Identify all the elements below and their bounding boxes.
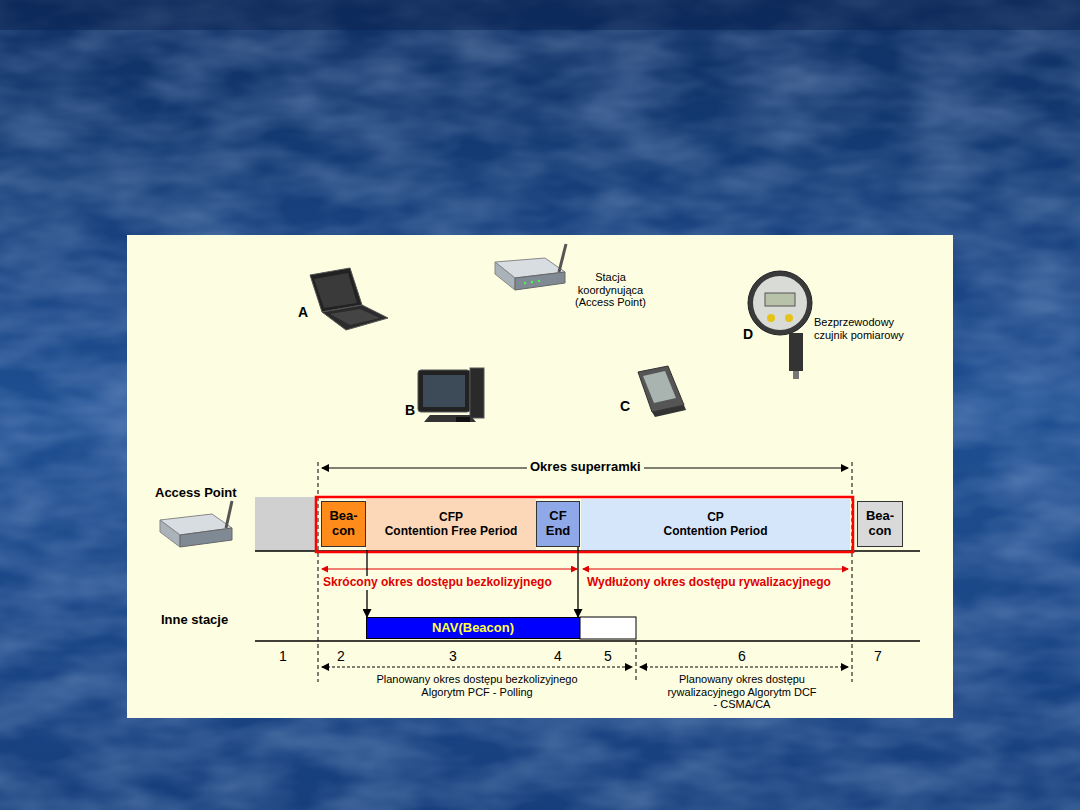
period-label: Okres superramki bbox=[527, 460, 644, 475]
node-text: CP bbox=[707, 511, 724, 525]
cp-box: CPContention Period bbox=[581, 499, 850, 550]
beacon-box: Bea- con bbox=[321, 501, 366, 547]
period-label: Wydłużony okres dostępu rywalizacyjnego bbox=[584, 576, 834, 590]
device-letter: D bbox=[743, 326, 753, 342]
cfp-box: CFPContention Free Period bbox=[366, 499, 536, 550]
device-letter: C bbox=[620, 398, 630, 414]
pda-icon bbox=[638, 366, 686, 417]
callout-number: 3 bbox=[449, 648, 457, 664]
node-text: CF End bbox=[539, 509, 577, 539]
node-text: Contention Free Period bbox=[385, 525, 518, 539]
node-text: NAV(Beacon) bbox=[432, 621, 514, 636]
device-caption: Stacja koordynująca (Access Point) bbox=[563, 271, 658, 309]
desktop-icon bbox=[418, 368, 484, 422]
beacon-box: Bea- con bbox=[857, 501, 903, 547]
callout-number: 1 bbox=[279, 648, 287, 664]
access-point-icon bbox=[160, 501, 232, 547]
device-letter: A bbox=[298, 304, 308, 320]
period-caption: Planowany okres dostępu rywalizacyjnego … bbox=[664, 673, 820, 711]
wireless-sensor-icon bbox=[748, 271, 812, 379]
callout-number: 4 bbox=[554, 648, 562, 664]
laptop-icon bbox=[310, 268, 388, 330]
node-text: Bea- con bbox=[860, 509, 900, 539]
row-label: Inne stacje bbox=[161, 613, 228, 628]
access-point-icon bbox=[495, 244, 566, 290]
cf-end-box: CF End bbox=[536, 501, 580, 547]
device-letter: B bbox=[405, 402, 415, 418]
device-caption: Bezprzewodowy czujnik pomiarowy bbox=[814, 316, 909, 341]
node-text: CFP bbox=[439, 511, 463, 525]
node-text: Contention Period bbox=[664, 525, 768, 539]
callout-number: 2 bbox=[337, 648, 345, 664]
callout-number: 6 bbox=[738, 648, 746, 664]
arrow-connector bbox=[577, 547, 578, 617]
callout-number: 7 bbox=[874, 648, 882, 664]
callout-number: 5 bbox=[604, 648, 612, 664]
nav-bar: NAV(Beacon) bbox=[366, 617, 580, 639]
period-label: Skrócony okres dostępu bezkolizyjnego bbox=[320, 576, 555, 590]
row-label: Access Point bbox=[155, 486, 237, 501]
period-caption: Planowany okres dostępu bezkolizyjnego A… bbox=[354, 673, 600, 698]
node-text: Bea- con bbox=[324, 509, 363, 539]
